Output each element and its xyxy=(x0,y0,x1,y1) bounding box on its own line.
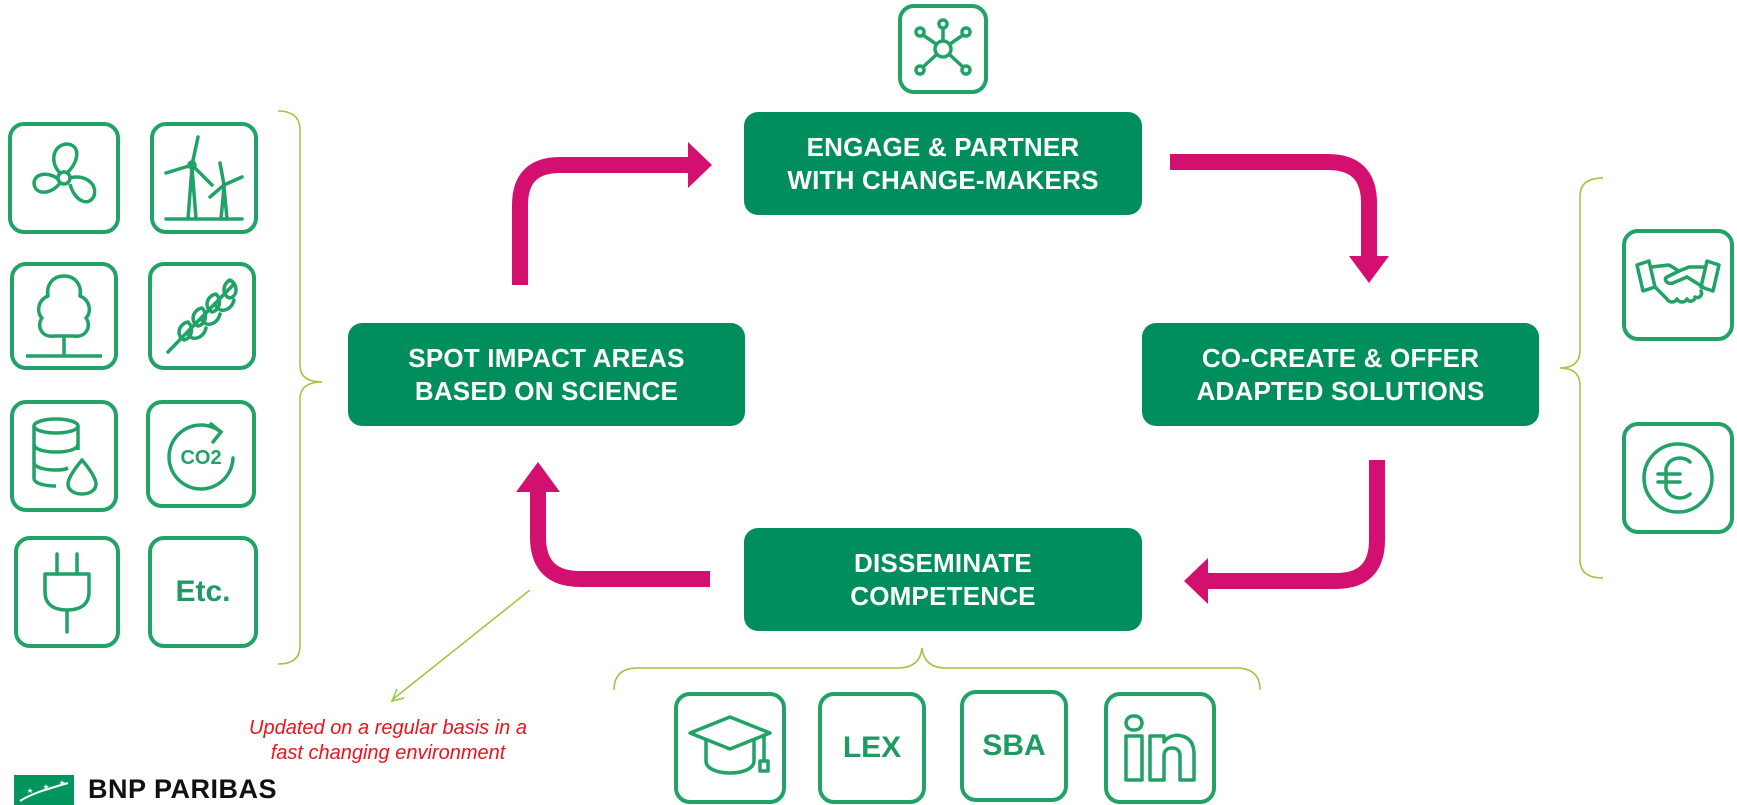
wind-turbine-icon xyxy=(150,122,258,234)
arrow-spot-to-engage xyxy=(512,142,712,285)
brand-logo: BNP PARIBAS xyxy=(14,774,277,805)
update-note: Updated on a regular basis in a fast cha… xyxy=(228,716,548,766)
arrow-engage-to-cocreate xyxy=(1170,154,1389,283)
update-note-line2: fast changing environment xyxy=(270,742,506,764)
wheat-icon xyxy=(148,262,256,370)
lex-label: LEX xyxy=(842,731,902,764)
plug-icon xyxy=(14,536,120,648)
tree-icon xyxy=(10,262,118,370)
stage-cocreate-line2: ADAPTED SOLUTIONS xyxy=(1196,375,1485,406)
stage-engage-line1: ENGAGE & PARTNER xyxy=(806,131,1080,162)
etc-tile: Etc. xyxy=(148,536,258,648)
right-bracket xyxy=(1559,177,1604,579)
arrow-disseminate-to-spot xyxy=(516,462,710,587)
stage-cocreate-line1: CO-CREATE & OFFER xyxy=(1201,342,1480,373)
brand-name: BNP PARIBAS xyxy=(88,774,278,804)
bnp-stars-icon xyxy=(14,774,74,805)
co2-cycle-icon: CO2 xyxy=(146,400,256,508)
water-database-icon xyxy=(10,400,118,512)
note-pointer xyxy=(390,589,531,703)
stage-spot-line2: BASED ON SCIENCE xyxy=(414,375,679,406)
stage-spot-line1: SPOT IMPACT AREAS xyxy=(408,342,685,373)
graduation-cap-icon xyxy=(674,692,786,804)
lex-tile: LEX xyxy=(818,692,926,804)
stage-engage-line2: WITH CHANGE-MAKERS xyxy=(787,164,1099,195)
network-icon xyxy=(898,4,988,94)
co2-label: CO2 xyxy=(180,447,221,469)
handshake-icon xyxy=(1622,229,1734,341)
etc-label: Etc. xyxy=(175,575,231,608)
stage-disseminate-line1: DISSEMINATE xyxy=(854,547,1032,578)
euro-icon xyxy=(1622,422,1734,534)
stage-disseminate-line2: COMPETENCE xyxy=(850,580,1036,611)
sba-tile: SBA xyxy=(960,690,1068,802)
update-note-line1: Updated on a regular basis in a xyxy=(249,717,527,739)
left-bracket xyxy=(277,110,323,665)
fan-icon xyxy=(8,122,120,234)
bottom-bracket xyxy=(613,647,1261,691)
sba-label: SBA xyxy=(982,729,1046,762)
arrow-cocreate-to-disseminate xyxy=(1184,460,1385,604)
linkedin-icon xyxy=(1104,692,1216,804)
